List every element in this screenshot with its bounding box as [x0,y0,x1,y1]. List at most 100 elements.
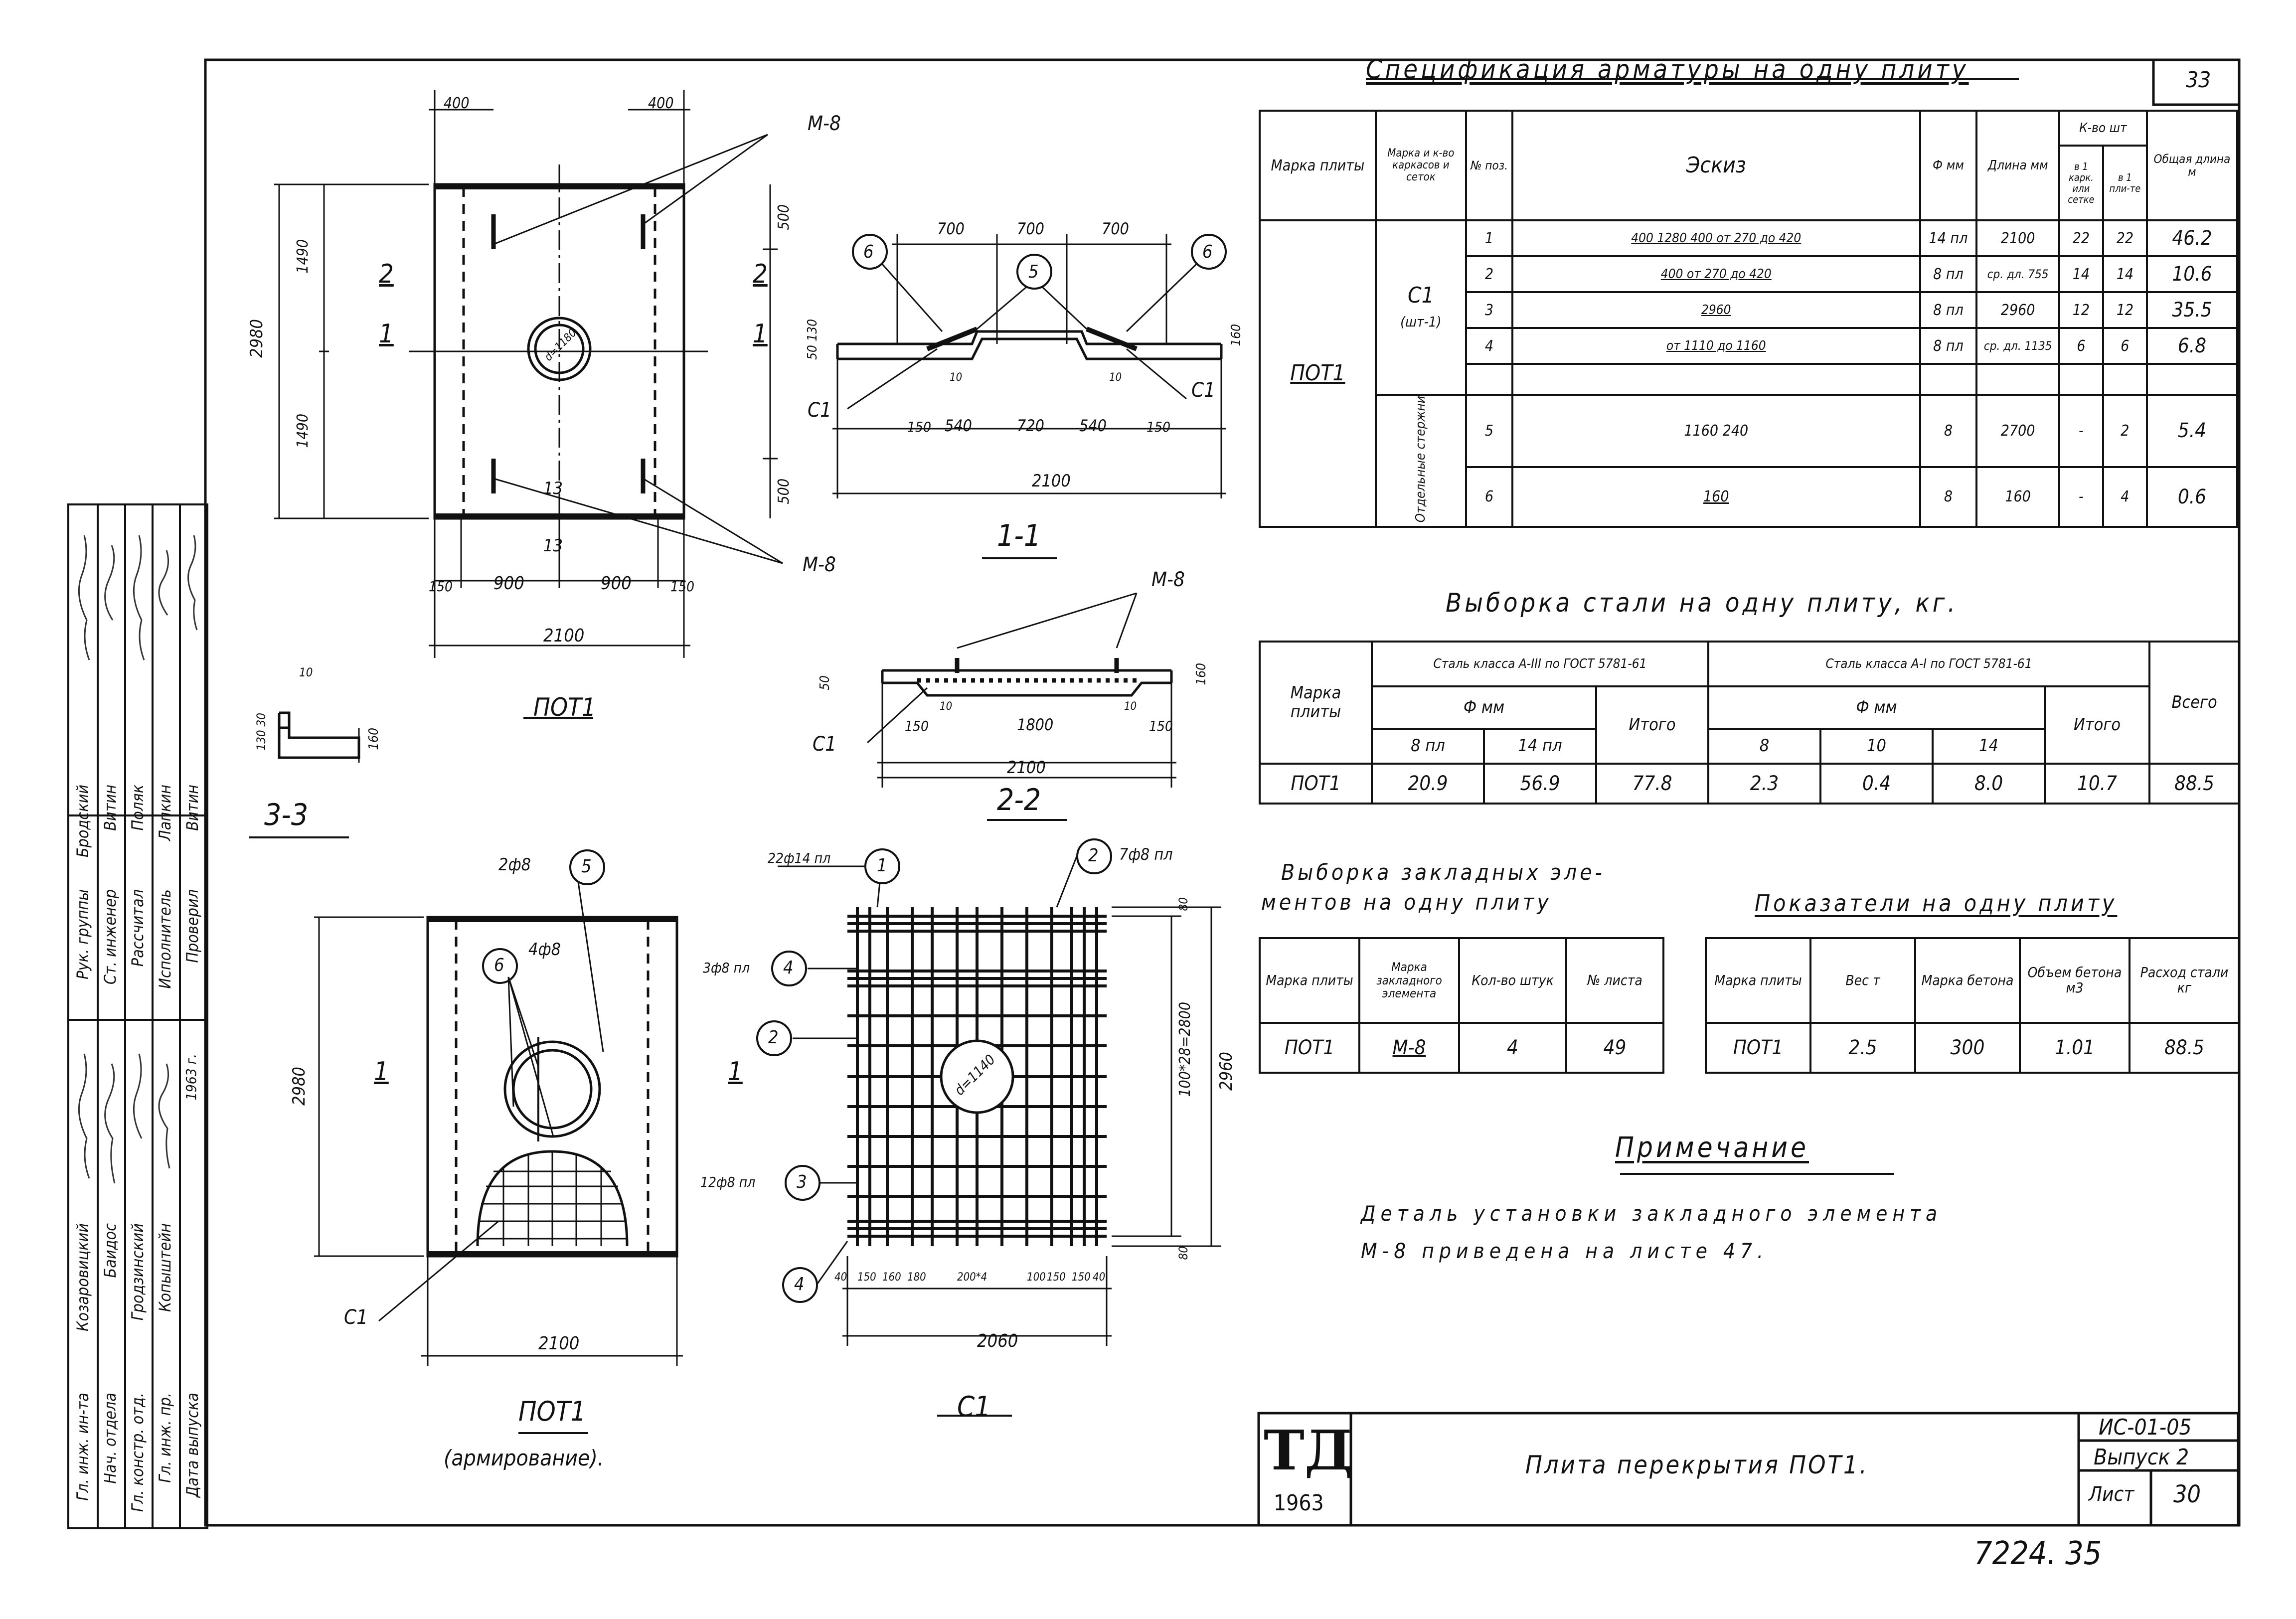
corner-number: 33 [2186,67,2211,93]
steel-h-14pl: 14 пл [1483,728,1597,765]
t-10-b: 10 [1124,700,1137,713]
a-2f8: 2ф8 [498,855,531,875]
spec-dia-6: 8 [1919,466,1978,528]
spec-h-pos: № поз. [1465,110,1514,221]
steel-h-mark: Марка плиты [1259,641,1373,765]
t-2100: 2100 [1007,758,1046,778]
label-m8-bottom: М-8 [803,553,836,576]
spec-h-frame: Марка и к-во каркасов и сеток [1374,110,1467,221]
spec-dia-3: 8 пл [1919,291,1978,329]
c-7: 7ф8 пл [1119,845,1173,864]
spec-sketch-3: 2960 [1511,291,1921,329]
steel-c: 77.8 [1595,763,1709,805]
label-13-top: 13 [543,479,563,498]
spec-len-2: ср. дл. 755 [1975,255,2060,293]
spec-len-5: 2700 [1975,394,2060,468]
pos-4-c1: 4 [794,1274,805,1295]
spec-len-3: 2960 [1975,291,2060,329]
sheet-number: 30 [2173,1480,2201,1508]
c-200: 200*4 [957,1271,987,1284]
c-2060: 2060 [977,1331,1018,1351]
index-table: Марка плиты Вес т Марка бетона Объем бет… [1705,937,2240,1074]
spec-len-4: ср. дл. 1135 [1975,327,2060,365]
spec-qp-1: 22 [2102,219,2148,257]
c-12: 12ф8 пл [700,1174,756,1190]
section-2-2 [866,592,1176,821]
spec-qp-5: 2 [2102,394,2148,468]
signature-scribbles [78,535,198,1184]
spec-h-mark: Марка плиты [1259,110,1377,221]
c-2960: 2960 [1216,1052,1236,1091]
spec-qf-5: - [2058,394,2104,468]
c-160a: 160 [882,1271,901,1284]
plan-view [274,90,783,719]
spec-dia-1: 14 пл [1919,219,1978,257]
s-700-c: 700 [1102,219,1129,238]
spec-separate: Отдельные стержни [1374,393,1467,528]
spec-qf-6: - [2058,466,2104,528]
dim-2980: 2980 [247,319,267,358]
steel-h-8: 8 [1707,728,1821,765]
t-150-b: 150 [1149,718,1173,734]
pos-1-c1: 1 [877,855,887,876]
spec-total-1: 46.2 [2145,219,2239,257]
index-heading: Показатели на одну плиту [1755,890,2118,917]
index-h-steel: Расход стали кг [2129,937,2240,1024]
c-150b: 150 [1047,1271,1066,1284]
sec11-title: 1-1 [997,518,1041,553]
steel-b: 56.9 [1483,763,1597,805]
dim-900-l: 900 [493,573,524,594]
cut-1-arm-right: 1 [728,1057,743,1087]
c1-title: С1 [957,1391,991,1423]
index-weight: 2.5 [1809,1022,1916,1074]
sec22-title: 2-2 [997,783,1041,817]
spec-table-heading: Спецификация арматуры на одну плиту [1366,55,1969,85]
spec-h-qty: К-во шт [2058,110,2148,147]
plan-title: ПОТ1 [533,693,596,722]
r-10: 10 [299,665,313,679]
spec-sketch-1: 400 1280 400 от 270 до 420 [1511,219,1921,257]
steel-h-10: 10 [1819,728,1934,765]
c-150a: 150 [857,1271,876,1284]
embed-h-sheet: № листа [1565,937,1664,1024]
steel-h-total: Всего [2148,641,2241,765]
m8-sec22: М-8 [1151,568,1185,591]
logo-year: 1963 [1274,1490,1324,1516]
spec-len-6: 160 [1975,466,2060,528]
archive-number: 7224. 35 [1974,1535,2102,1572]
dim-400-right: 400 [648,95,674,112]
issue: Выпуск 2 [2094,1445,2189,1470]
dim-150-l: 150 [429,578,453,595]
spec-total-4: 6.8 [2145,327,2239,365]
t-10-a: 10 [940,700,953,713]
c-40a: 40 [834,1271,847,1284]
dim-500-top: 500 [775,204,793,230]
r-130-30: 130 30 [254,713,268,751]
embed-sheet: 49 [1565,1022,1664,1074]
spec-qp-4: 6 [2102,327,2148,365]
steel-a: 20.9 [1371,763,1485,805]
cut-2-left: 2 [379,259,394,289]
c1-left: С1 [808,399,832,422]
index-volume: 1.01 [2019,1022,2131,1074]
steel-h-phi3: Ф мм [1371,685,1597,730]
steel-g: 10.7 [2043,763,2151,805]
spec-qp-3: 12 [2102,291,2148,329]
pos-6-left: 6 [863,242,874,262]
pos-6-arm: 6 [494,955,504,975]
c-40b: 40 [1093,1271,1106,1284]
pos-4-c1-top: 4 [783,958,794,978]
section-3-3 [249,711,360,838]
index-mark: ПОТ1 [1705,1022,1811,1074]
index-h-volume: Объем бетона м3 [2019,937,2131,1024]
steel-d: 2.3 [1707,763,1821,805]
index-concrete: 300 [1914,1022,2021,1074]
a-4f8: 4ф8 [528,940,561,960]
stamp-signatures-top [69,505,206,816]
spec-qf-3: 12 [2058,291,2104,329]
label-13-bottom: 13 [543,536,563,556]
spec-qp-2: 14 [2102,255,2148,293]
dim-1490-top: 1490 [294,239,312,274]
spec-h-sketch: Эскиз [1511,110,1921,221]
